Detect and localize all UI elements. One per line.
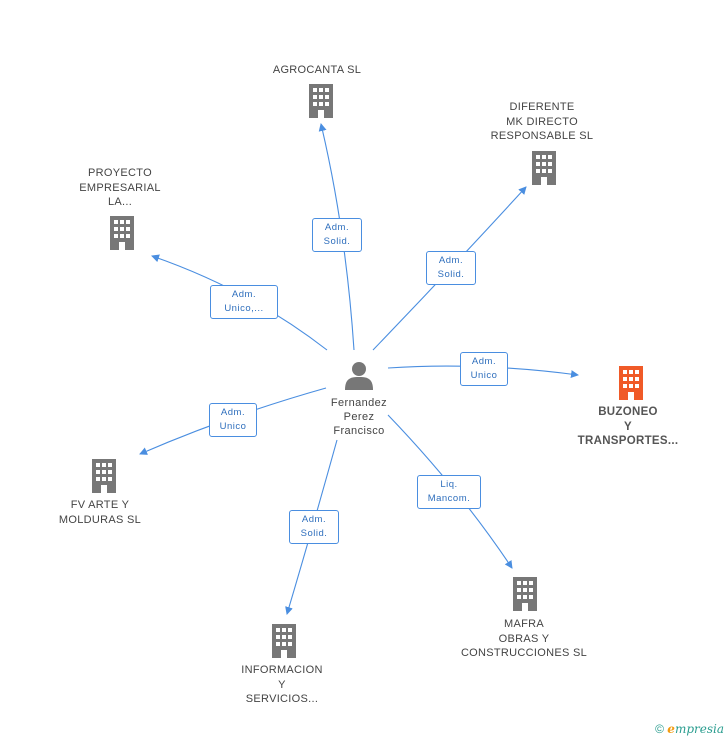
company-label-fvarte[interactable]: FV ARTE Y MOLDURAS SL: [58, 499, 142, 526]
company-label-agrocanta[interactable]: AGROCANTA SL: [272, 64, 362, 76]
building-icon-informacion[interactable]: [269, 624, 299, 658]
copyright-symbol: ©: [655, 722, 664, 736]
building-icon-proyecto[interactable]: [107, 216, 137, 250]
relation-label-buzoneo: Adm. Unico: [460, 352, 508, 386]
company-label-buzoneo[interactable]: BUZONEO Y TRANSPORTES...: [577, 406, 679, 447]
relation-label-mafra: Liq. Mancom.: [417, 475, 481, 509]
company-label-proyecto[interactable]: PROYECTO EMPRESARIAL LA...: [79, 167, 161, 208]
relation-label-diferente: Adm. Solid.: [426, 251, 476, 285]
company-label-diferente[interactable]: DIFERENTE MK DIRECTO RESPONSABLE SL: [490, 101, 594, 142]
brand-footer: © empresia: [655, 722, 724, 736]
building-icon-mafra[interactable]: [510, 577, 540, 611]
relation-label-agrocanta: Adm. Solid.: [312, 218, 362, 252]
relation-label-informacion: Adm. Solid.: [289, 510, 339, 544]
building-icon-diferente[interactable]: [529, 151, 559, 185]
person-name[interactable]: Fernandez Perez Francisco: [330, 397, 388, 437]
company-label-mafra[interactable]: MAFRA OBRAS Y CONSTRUCCIONES SL: [460, 618, 588, 659]
brand-logo-text: mpresia: [674, 722, 724, 736]
relation-label-fvarte: Adm. Unico: [209, 403, 257, 437]
company-label-informacion[interactable]: INFORMACION Y SERVICIOS...: [241, 664, 323, 705]
relation-label-proyecto: Adm. Unico,...: [210, 285, 278, 319]
building-icon-buzoneo[interactable]: [616, 366, 646, 400]
building-icon-agrocanta[interactable]: [306, 84, 336, 118]
brand-logo-initial: e: [667, 722, 675, 736]
building-icon-fvarte[interactable]: [89, 459, 119, 493]
person-icon[interactable]: [344, 360, 374, 390]
